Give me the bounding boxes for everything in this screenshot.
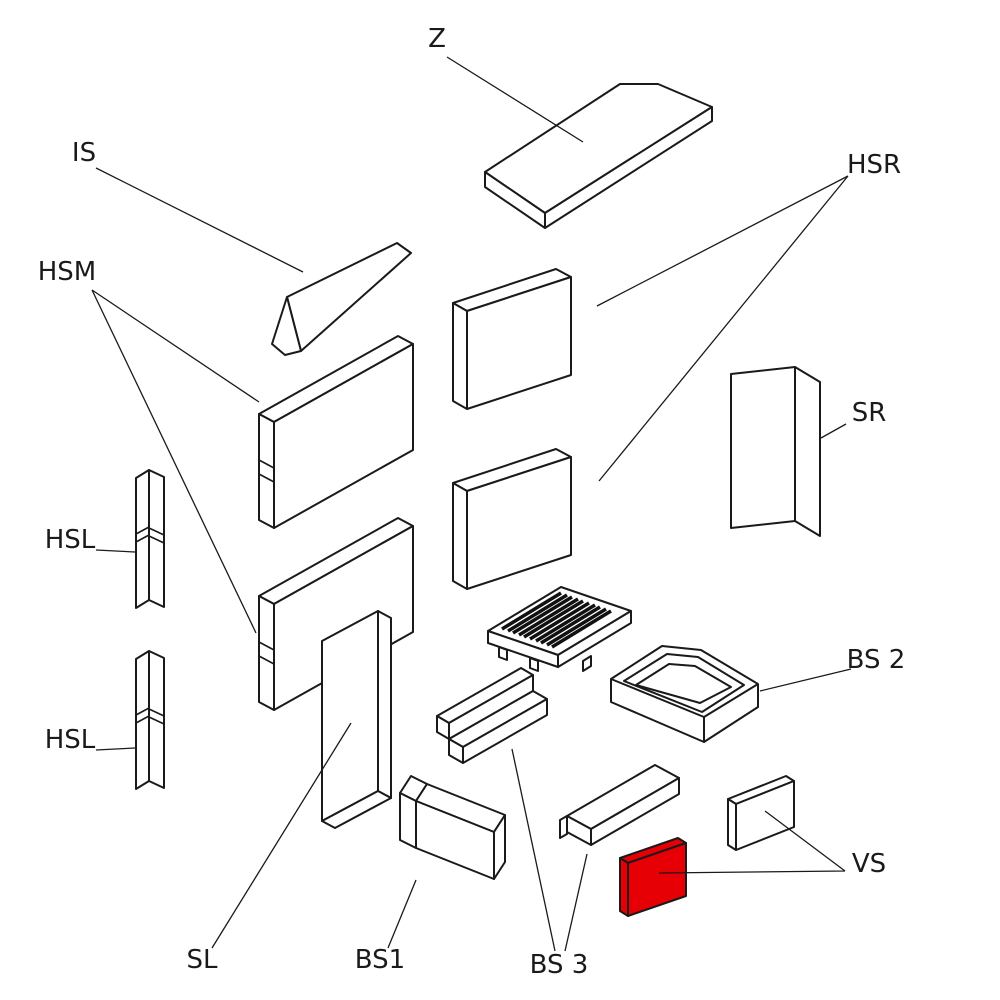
part-hsl-lower (135, 650, 165, 790)
label-is: IS (72, 138, 96, 168)
grate-foot (498, 646, 508, 661)
part-face (462, 698, 548, 764)
part-hsm-lower (258, 517, 414, 711)
part-hsm-upper (258, 335, 414, 529)
leader-line-vs (658, 810, 846, 874)
part-sr (730, 366, 821, 537)
part-bs3-angle (436, 667, 548, 764)
part-face (794, 366, 821, 537)
leader-line-hsl-upper (95, 549, 136, 553)
leader-line-z (446, 56, 584, 143)
part-face (273, 343, 414, 529)
part-face (399, 792, 417, 849)
grate-frame (557, 610, 632, 668)
part-sl (321, 610, 392, 829)
grate-slat (512, 595, 573, 635)
part-face (559, 815, 568, 839)
label-sl: SL (187, 945, 219, 975)
part-z-top-plate (484, 83, 713, 229)
leader-line-bs2 (759, 668, 852, 692)
part-face (493, 814, 506, 880)
part-face (590, 777, 680, 846)
part-face (271, 296, 302, 356)
highlight-face (627, 842, 687, 917)
label-z: Z (428, 24, 446, 54)
grate-slat (523, 599, 584, 639)
label-bs2: BS 2 (847, 645, 906, 675)
label-bs1: BS1 (355, 945, 405, 975)
grate-slat (535, 603, 596, 643)
part-vs-highlighted (619, 837, 687, 917)
part-face (273, 525, 414, 711)
part-face (258, 595, 275, 711)
grate-slat (529, 601, 590, 641)
part-face (466, 276, 572, 410)
leader-line-bs3 (511, 748, 588, 952)
label-hsl-lower: HSL (45, 725, 96, 755)
leader-lines (91, 56, 852, 952)
grate-slat (518, 597, 579, 637)
part-bs1 (399, 775, 506, 880)
part-face (466, 456, 572, 590)
groove-line (258, 641, 275, 665)
part-face (321, 610, 379, 822)
leader-line-hsl-lower (95, 747, 136, 751)
grate-foot (582, 655, 592, 672)
part-face (452, 482, 468, 590)
part-labels: Z IS HSR HSM SR HSL HSL BS 2 VS SL BS1 B… (38, 24, 906, 980)
part-vs-panel (727, 775, 795, 851)
leader-line-bs1 (387, 879, 417, 949)
part-hsr-upper (452, 268, 572, 410)
grate-slat (540, 605, 601, 645)
leader-line-sr (820, 423, 847, 439)
leader-line-hsm (91, 289, 260, 634)
part-is (271, 242, 412, 356)
part-face (258, 413, 275, 529)
leader-line-sl (211, 722, 352, 949)
grate-slat (546, 607, 607, 647)
part-grate (487, 586, 632, 672)
part-face (727, 798, 737, 851)
label-bs3: BS 3 (530, 950, 589, 980)
grate-slats (501, 591, 612, 649)
part-face (321, 790, 392, 829)
part-face (452, 302, 468, 410)
grate-slat (551, 609, 612, 649)
leader-line-hsr (596, 175, 849, 482)
grate-slat (507, 593, 568, 633)
label-hsl-upper: HSL (45, 525, 96, 555)
part-bs2 (610, 645, 759, 743)
part-bs3-bar (559, 764, 680, 846)
part-face (148, 469, 165, 608)
label-hsm: HSM (38, 257, 97, 287)
part-face (286, 242, 412, 352)
label-vs: VS (852, 849, 886, 879)
part-face (544, 106, 713, 229)
part-hsr-lower (452, 448, 572, 590)
leader-line-is (95, 167, 304, 273)
part-face (735, 780, 795, 851)
label-hsr: HSR (847, 150, 901, 180)
grate-slat (501, 591, 562, 631)
groove-line (135, 526, 165, 544)
part-face (148, 650, 165, 789)
rim-edge (610, 678, 759, 742)
part-face (377, 610, 392, 799)
part-face (730, 366, 796, 529)
grate-foot (529, 657, 539, 672)
tray-floor (635, 663, 732, 704)
groove-line (258, 459, 275, 483)
label-sr: SR (852, 398, 887, 428)
part-hsl-upper (135, 469, 165, 609)
highlight-face (619, 857, 629, 917)
groove-line (135, 707, 165, 725)
